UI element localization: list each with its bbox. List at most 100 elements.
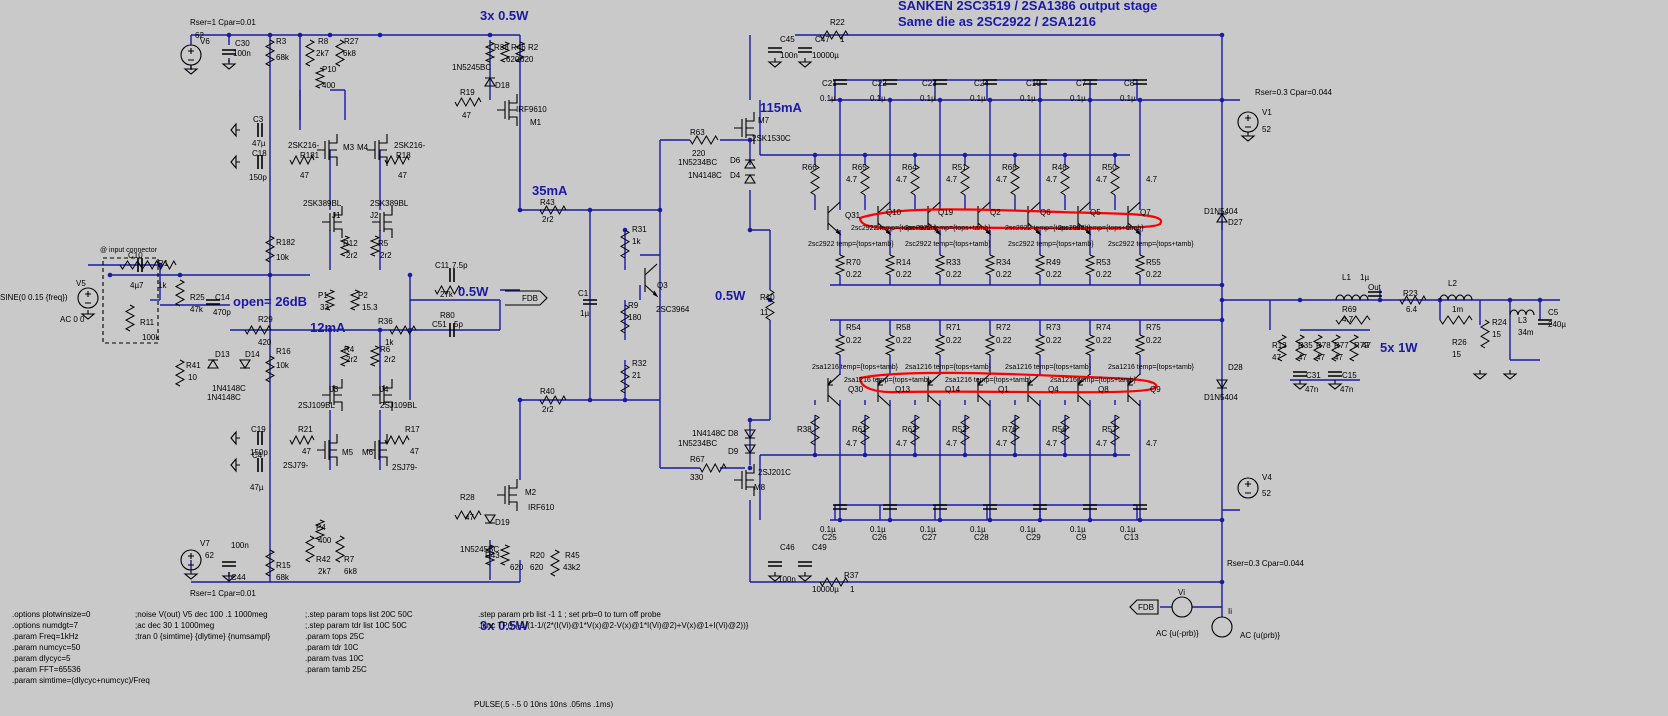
part-label: C3 bbox=[253, 115, 264, 124]
part-label: 2SJ109BL bbox=[298, 401, 335, 410]
source-polarity bbox=[85, 291, 91, 304]
part-label: C13 bbox=[1124, 533, 1139, 542]
part-label: C25 bbox=[822, 533, 837, 542]
emitter-resistor-value: 0.22 bbox=[1146, 270, 1162, 279]
part-label: 1N4148C bbox=[688, 171, 722, 180]
part-label: R10 bbox=[760, 293, 775, 302]
part-label: 620 bbox=[520, 55, 534, 64]
junction-dot bbox=[1377, 297, 1383, 303]
junction-dot bbox=[587, 397, 593, 403]
part-label: C24 bbox=[974, 79, 989, 88]
part-label: 420 bbox=[258, 338, 272, 347]
part-label: R38 bbox=[797, 425, 812, 434]
part-label: R63 bbox=[690, 128, 705, 137]
base-resistor-bottom bbox=[810, 414, 820, 446]
part-label: R34 bbox=[996, 258, 1011, 267]
cap-value: 0.1µ bbox=[970, 525, 986, 534]
pnp-model: 2sa1216 temp={tops+tamb} bbox=[1108, 364, 1195, 371]
part-label: 100k bbox=[142, 333, 160, 342]
junction-dot bbox=[837, 517, 843, 523]
c10-cap-plate bbox=[137, 258, 143, 272]
emitter-resistor-value: 0.22 bbox=[846, 270, 862, 279]
part-label: R3 bbox=[276, 37, 287, 46]
output-cap-top bbox=[983, 79, 997, 85]
part-label: R58 bbox=[896, 323, 911, 332]
part-label: 2SK1530C bbox=[752, 134, 791, 143]
part-label: 1N5234BC bbox=[678, 158, 717, 167]
part-label: R28 bbox=[460, 493, 475, 502]
r46-resistor bbox=[499, 41, 511, 63]
part-label: D13 bbox=[215, 350, 230, 359]
junction-dot bbox=[962, 452, 968, 458]
part-label: 220 bbox=[692, 149, 706, 158]
part-label: J4 bbox=[380, 385, 389, 394]
base-resistor-value: 4.7 bbox=[846, 175, 858, 184]
base-resistor-bottom bbox=[960, 414, 970, 446]
ground-symbol bbox=[1502, 370, 1518, 380]
ground-symbol bbox=[230, 430, 240, 446]
l1-inductor bbox=[1335, 294, 1369, 301]
junction-dot bbox=[327, 32, 333, 38]
r24-resistor bbox=[1480, 319, 1490, 349]
jfet-current-note: 12mA bbox=[310, 320, 346, 335]
part-label: C1 bbox=[578, 289, 589, 298]
part-label: R5 bbox=[378, 239, 389, 248]
junction-dot bbox=[1219, 97, 1225, 103]
red-circle-pnp bbox=[858, 371, 1158, 394]
part-label: 100n bbox=[231, 541, 249, 550]
part-label: C31 bbox=[1306, 371, 1321, 380]
d9-diode bbox=[744, 444, 756, 455]
part-label: 1N4148C bbox=[207, 393, 241, 402]
fdb-label: FDB bbox=[1138, 603, 1154, 612]
part-label: R42 bbox=[316, 555, 331, 564]
part-label: R64 bbox=[902, 163, 917, 172]
base-resistor-bottom bbox=[1110, 414, 1120, 446]
part-label: 1m bbox=[1452, 305, 1463, 314]
emitter-resistor-bottom bbox=[984, 334, 996, 356]
l3-inductor bbox=[1509, 309, 1535, 316]
r8-resistor bbox=[304, 39, 316, 67]
part-label: 15 bbox=[1452, 350, 1461, 359]
junction-dot bbox=[747, 137, 753, 143]
v4-name: V4 bbox=[1262, 473, 1272, 482]
ground-symbol bbox=[767, 572, 783, 582]
part-label: 150p bbox=[250, 448, 268, 457]
r1-resistor bbox=[149, 259, 177, 271]
junction-dot bbox=[747, 417, 753, 423]
emitter-resistor-top bbox=[1084, 254, 1096, 276]
part-label: Q14 bbox=[945, 385, 961, 394]
part-label: Q4 bbox=[1048, 385, 1059, 394]
part-label: R51 bbox=[952, 163, 967, 172]
source-polarity bbox=[1245, 115, 1251, 128]
spice-directive: .param tdr 10C bbox=[305, 643, 359, 652]
pnp-model: 2sa1216 temp={tops+tamb} bbox=[844, 377, 931, 384]
c4-cap bbox=[257, 458, 263, 472]
part-label: C10 bbox=[1026, 79, 1041, 88]
base-resistor-top bbox=[1110, 164, 1120, 196]
pnp-model: 2sa1216 temp={tops+tamb} bbox=[1050, 377, 1137, 384]
part-label: 2r2 bbox=[346, 355, 358, 364]
part-label: 2r2 bbox=[380, 251, 392, 260]
emitter-resistor-top bbox=[984, 254, 996, 276]
part-label: R9 bbox=[628, 301, 639, 310]
r26-resistor bbox=[1439, 315, 1473, 325]
part-label: 2r2 bbox=[384, 355, 396, 364]
emitter-resistor-value: 0.22 bbox=[1096, 336, 1112, 345]
r29-resistor bbox=[244, 324, 272, 336]
part-label: R69 bbox=[1342, 305, 1357, 314]
base-resistor-bottom bbox=[1010, 414, 1020, 446]
wires bbox=[88, 32, 1560, 617]
r16-resistor bbox=[264, 355, 276, 383]
part-label: R1 bbox=[158, 259, 169, 268]
junction-dot bbox=[226, 32, 232, 38]
spice-directive: .step param prb list -1 1 ; set prb=0 to… bbox=[478, 610, 661, 619]
part-label: 47 bbox=[300, 171, 309, 180]
part-label: 2SK216- bbox=[394, 141, 425, 150]
vi-name: Vi bbox=[1178, 588, 1185, 597]
part-label: M3 bbox=[343, 143, 355, 152]
p2-pot bbox=[349, 289, 361, 311]
base-resistor-value: 4.7 bbox=[1096, 175, 1108, 184]
r4-resistor bbox=[339, 345, 351, 367]
red-annotations bbox=[858, 208, 1163, 394]
part-label: R21 bbox=[298, 425, 313, 434]
